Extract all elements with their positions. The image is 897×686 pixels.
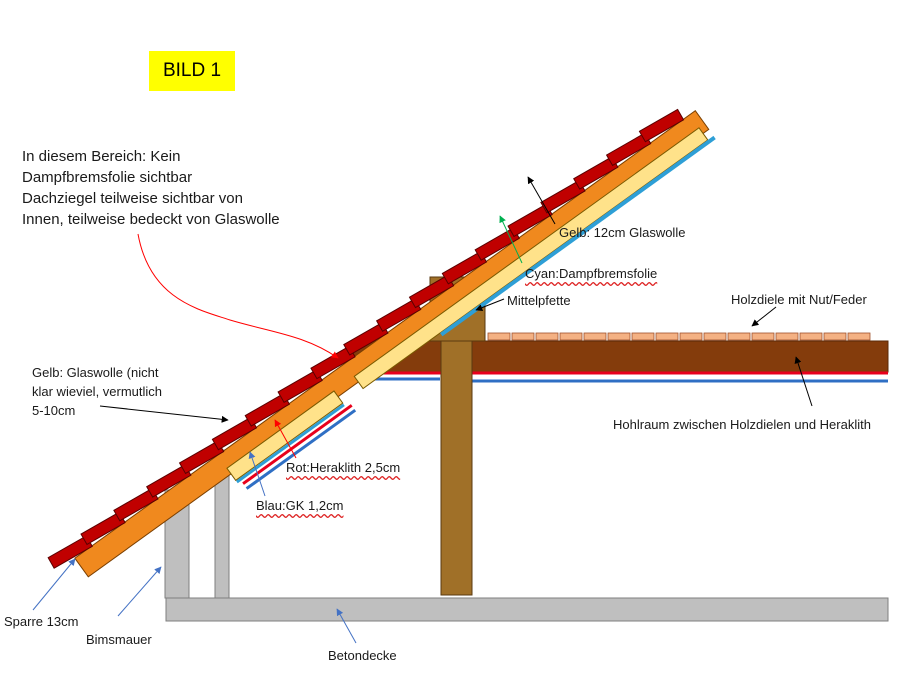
mittelpfette-post [440,340,473,596]
label-dampfbremsfolie: Cyan:Dampfbremsfolie [525,266,658,281]
holzdiele-plank [775,332,799,341]
arrow-holzdiele [751,306,777,327]
arrow-gk [248,451,266,497]
holzdiele-plank [583,332,607,341]
label-glaswolle-line: 5-10cm [32,403,76,418]
arrow-glaswolle-12 [527,176,556,225]
area-note: In diesem Bereich: Kein Dampfbremsfolie … [22,146,280,230]
holzdiele-planks [487,332,871,341]
dampfbremsfolie-upper [440,135,716,337]
arrow-note-area [137,233,339,359]
floor-structure [351,340,889,373]
arrow-dampfbremsfolie [499,215,523,264]
label-holzdiele: Holzdiele mit Nut/Feder [731,292,867,307]
note-line: Dampfbremsfolie sichtbar [22,169,193,186]
holzdiele-plank [727,332,751,341]
glaswolle-upper [353,127,709,390]
label-glaswolle-12: Gelb: 12cm Glaswolle [559,225,686,240]
arrow-bimsmauer [117,566,162,617]
holzdiele-plank [655,332,679,341]
gk-slope [245,408,357,490]
label-glaswolle-line: Gelb: Glaswolle (nicht [32,365,159,380]
holzdiele-plank [487,332,511,341]
betondecke-slab [165,597,889,622]
label-gk: Blau:GK 1,2cm [256,498,344,513]
label-hohlraum: Hohlraum zwischen Holzdielen und Herakli… [613,417,871,432]
holzdiele-plank [847,332,871,341]
arrow-heraklith [274,419,297,459]
note-line: In diesem Bereich: Kein [22,148,181,165]
dampfbremsfolie-lower [236,403,345,484]
arrow-betondecke [336,608,357,644]
arrow-hohlraum [794,356,813,407]
dachziegel-tile [638,108,685,143]
holzdiele-plank [751,332,775,341]
label-heraklith: Rot:Heraklith 2,5cm [286,460,401,475]
holzdiele-plank [559,332,583,341]
holzdiele-plank [511,332,535,341]
label-betondecke: Betondecke [328,648,397,663]
arrow-mittelpfette [475,298,505,311]
label-bimsmauer: Bimsmauer [86,632,152,647]
holzdiele-plank [631,332,655,341]
bild-badge: BILD 1 [149,51,235,91]
label-sparre: Sparre 13cm [4,614,79,629]
roof-assembly [47,108,716,578]
holzdiele-plank [607,332,631,341]
holzdiele-plank [535,332,559,341]
label-glaswolle-short: Gelb: Glaswolle (nicht klar wieviel, ver… [32,363,162,420]
holzdiele-plank [703,332,727,341]
holzdiele-plank [799,332,823,341]
note-line: Innen, teilweise bedeckt von Glaswolle [22,211,280,228]
note-line: Dachziegel teilweise sichtbar von [22,190,243,207]
label-mittelpfette: Mittelpfette [507,293,571,308]
holzdiele-plank [679,332,703,341]
dachziegel-tiles [47,108,685,569]
label-glaswolle-line: klar wieviel, vermutlich [32,384,163,399]
arrow-sparre [32,558,76,611]
holzdiele-plank [823,332,847,341]
heraklith-slope [242,404,353,485]
arrow-glaswolle-short [99,405,229,423]
